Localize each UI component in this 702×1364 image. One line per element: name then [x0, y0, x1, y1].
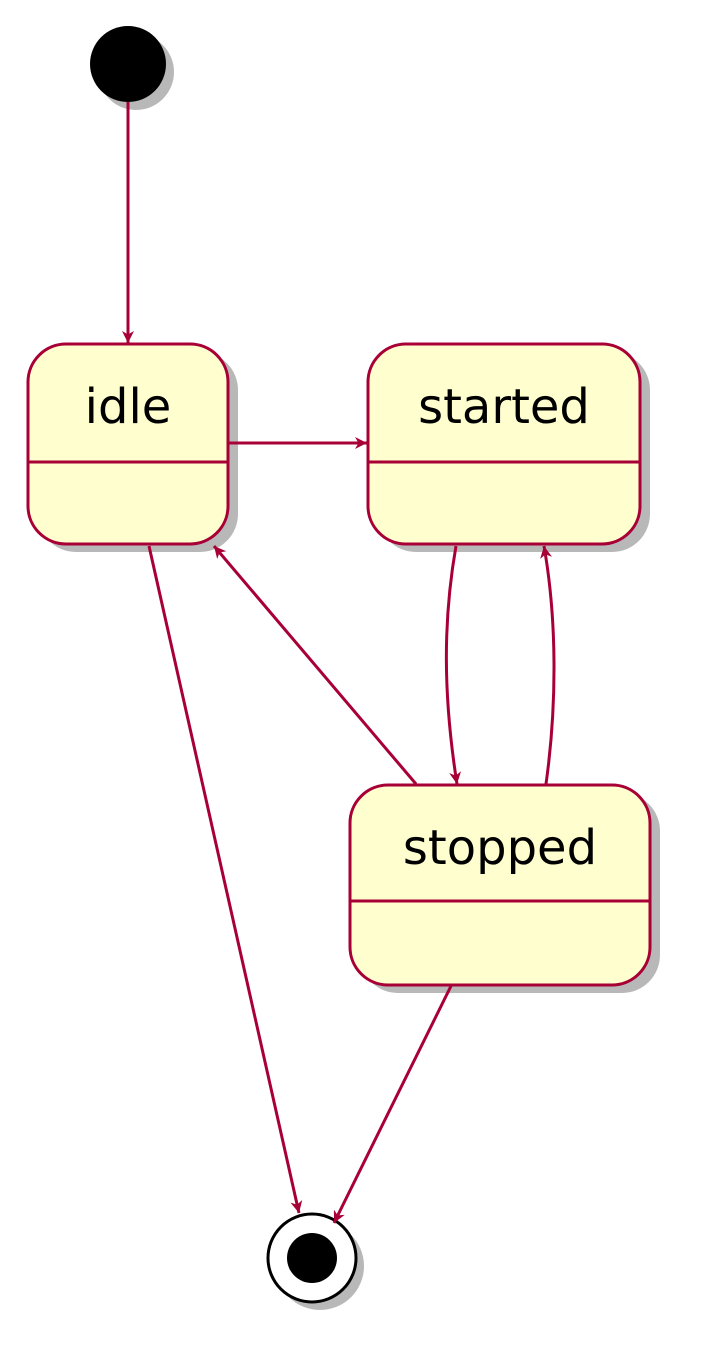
transition-idle-to-final[interactable] [147, 545, 303, 1214]
transition-stopped-to-started[interactable] [540, 545, 556, 785]
state-started-label: started [418, 379, 590, 435]
state-stopped-label: stopped [403, 820, 597, 876]
transition-stopped-to-idle[interactable] [212, 545, 418, 785]
state-started[interactable]: started [366, 342, 650, 552]
transition-stopped-to-final[interactable] [332, 985, 453, 1224]
initial-state [90, 26, 174, 110]
transitions [122, 102, 556, 1224]
state-idle[interactable]: idle [26, 342, 238, 552]
state-stopped[interactable]: stopped [348, 783, 660, 993]
final-state [266, 1212, 364, 1310]
transition-started-to-stopped[interactable] [444, 545, 462, 785]
state-idle-label: idle [85, 379, 172, 435]
